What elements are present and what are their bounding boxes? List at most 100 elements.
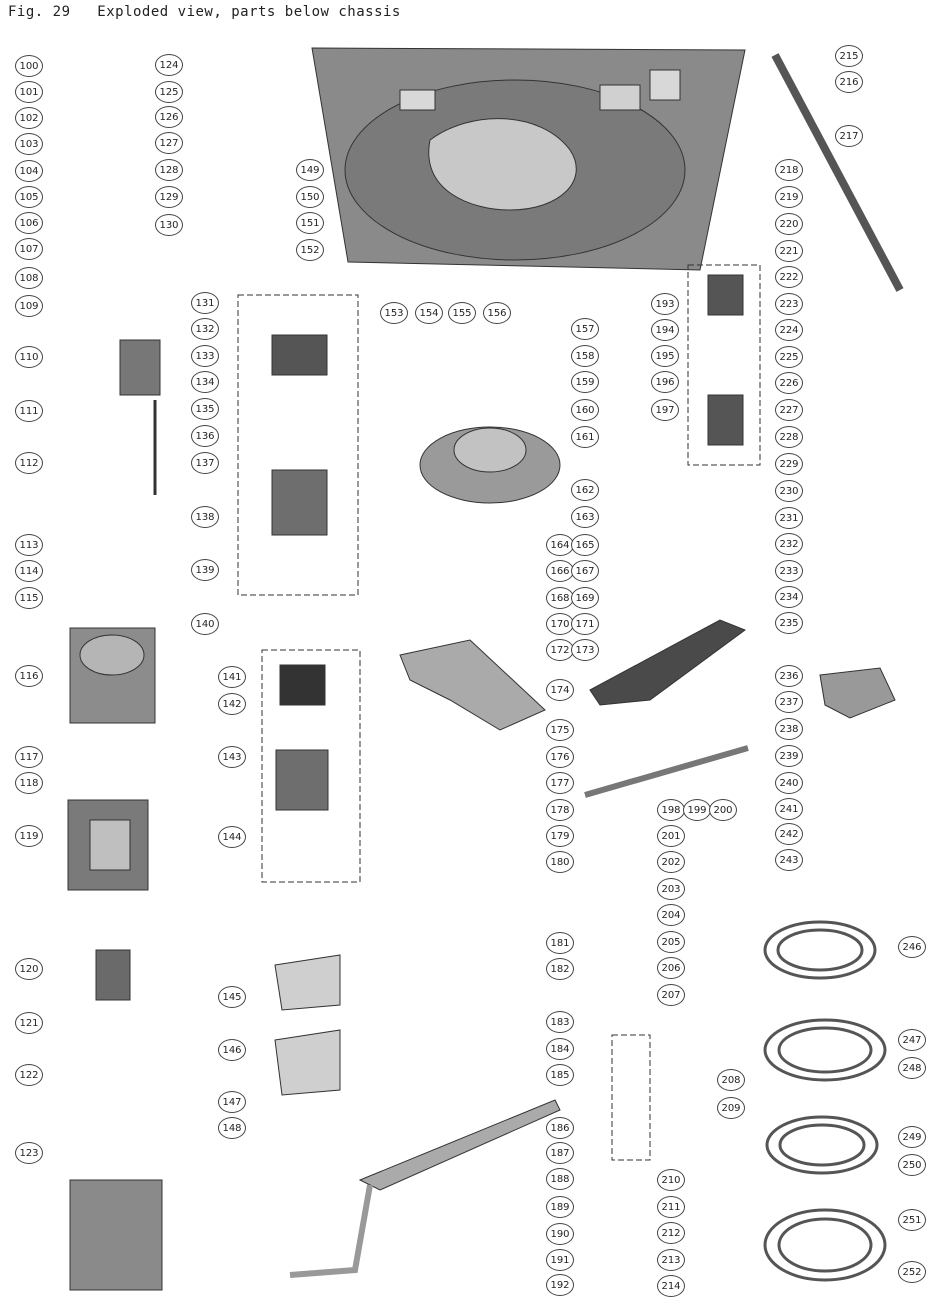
part-callout-113: 113	[15, 534, 43, 556]
part-callout-108: 108	[15, 267, 43, 289]
part-callout-191: 191	[546, 1249, 574, 1271]
part-callout-217: 217	[835, 125, 863, 147]
part-callout-129: 129	[155, 186, 183, 208]
part-callout-225: 225	[775, 346, 803, 368]
part-callout-250: 250	[898, 1154, 926, 1176]
part-callout-176: 176	[546, 746, 574, 768]
part-callout-188: 188	[546, 1168, 574, 1190]
part-callout-150: 150	[296, 186, 324, 208]
part-callout-133: 133	[191, 345, 219, 367]
part-callout-153: 153	[380, 302, 408, 324]
part-callout-148: 148	[218, 1117, 246, 1139]
part-callout-200: 200	[709, 799, 737, 821]
part-callout-170: 170	[546, 613, 574, 635]
part-callout-216: 216	[835, 71, 863, 93]
part-callout-145: 145	[218, 986, 246, 1008]
part-callout-175: 175	[546, 719, 574, 741]
part-callout-192: 192	[546, 1274, 574, 1296]
figure-title: Fig. 29 Exploded view, parts below chass…	[8, 4, 401, 20]
part-callout-221: 221	[775, 240, 803, 262]
part-callout-121: 121	[15, 1012, 43, 1034]
part-callout-164: 164	[546, 534, 574, 556]
part-callout-131: 131	[191, 292, 219, 314]
part-callout-189: 189	[546, 1196, 574, 1218]
part-callout-185: 185	[546, 1064, 574, 1086]
part-callout-138: 138	[191, 506, 219, 528]
part-callout-139: 139	[191, 559, 219, 581]
part-callout-220: 220	[775, 213, 803, 235]
part-callout-235: 235	[775, 612, 803, 634]
part-callout-120: 120	[15, 958, 43, 980]
part-callout-190: 190	[546, 1223, 574, 1245]
part-callout-127: 127	[155, 132, 183, 154]
part-callout-196: 196	[651, 371, 679, 393]
part-callout-252: 252	[898, 1261, 926, 1283]
part-callout-136: 136	[191, 425, 219, 447]
part-callout-109: 109	[15, 295, 43, 317]
part-callout-169: 169	[571, 587, 599, 609]
part-callout-193: 193	[651, 293, 679, 315]
part-callout-142: 142	[218, 693, 246, 715]
part-callout-102: 102	[15, 107, 43, 129]
part-callout-123: 123	[15, 1142, 43, 1164]
part-callout-160: 160	[571, 399, 599, 421]
part-callout-104: 104	[15, 160, 43, 182]
part-callout-134: 134	[191, 371, 219, 393]
part-callout-101: 101	[15, 81, 43, 103]
part-callout-130: 130	[155, 214, 183, 236]
part-callout-157: 157	[571, 318, 599, 340]
part-callout-126: 126	[155, 106, 183, 128]
part-callout-184: 184	[546, 1038, 574, 1060]
part-callout-233: 233	[775, 560, 803, 582]
part-callout-161: 161	[571, 426, 599, 448]
part-callout-141: 141	[218, 666, 246, 688]
part-callout-232: 232	[775, 533, 803, 555]
part-callout-124: 124	[155, 54, 183, 76]
part-callout-208: 208	[717, 1069, 745, 1091]
part-callout-251: 251	[898, 1209, 926, 1231]
part-callout-228: 228	[775, 426, 803, 448]
part-callout-248: 248	[898, 1057, 926, 1079]
part-callout-107: 107	[15, 238, 43, 260]
part-callout-222: 222	[775, 266, 803, 288]
part-callout-229: 229	[775, 453, 803, 475]
part-callout-166: 166	[546, 560, 574, 582]
part-callout-201: 201	[657, 825, 685, 847]
part-callout-195: 195	[651, 345, 679, 367]
part-callout-163: 163	[571, 506, 599, 528]
part-callout-115: 115	[15, 587, 43, 609]
part-callout-100: 100	[15, 55, 43, 77]
part-callout-117: 117	[15, 746, 43, 768]
part-callout-147: 147	[218, 1091, 246, 1113]
part-callout-240: 240	[775, 772, 803, 794]
part-callout-198: 198	[657, 799, 685, 821]
part-callout-211: 211	[657, 1196, 685, 1218]
part-callout-206: 206	[657, 957, 685, 979]
part-callout-174: 174	[546, 679, 574, 701]
part-callout-230: 230	[775, 480, 803, 502]
part-callout-219: 219	[775, 186, 803, 208]
part-callout-234: 234	[775, 586, 803, 608]
part-callout-171: 171	[571, 613, 599, 635]
part-callout-165: 165	[571, 534, 599, 556]
part-callout-238: 238	[775, 718, 803, 740]
part-callout-197: 197	[651, 399, 679, 421]
part-callout-155: 155	[448, 302, 476, 324]
part-callout-210: 210	[657, 1169, 685, 1191]
part-callout-114: 114	[15, 560, 43, 582]
part-callout-187: 187	[546, 1142, 574, 1164]
part-callout-111: 111	[15, 400, 43, 422]
part-callout-182: 182	[546, 958, 574, 980]
part-callout-159: 159	[571, 371, 599, 393]
part-callout-112: 112	[15, 452, 43, 474]
part-callout-105: 105	[15, 186, 43, 208]
part-callout-144: 144	[218, 826, 246, 848]
part-callout-103: 103	[15, 133, 43, 155]
part-callout-167: 167	[571, 560, 599, 582]
part-callout-119: 119	[15, 825, 43, 847]
part-callout-116: 116	[15, 665, 43, 687]
part-callout-132: 132	[191, 318, 219, 340]
part-callout-213: 213	[657, 1249, 685, 1271]
part-callout-203: 203	[657, 878, 685, 900]
part-callout-140: 140	[191, 613, 219, 635]
